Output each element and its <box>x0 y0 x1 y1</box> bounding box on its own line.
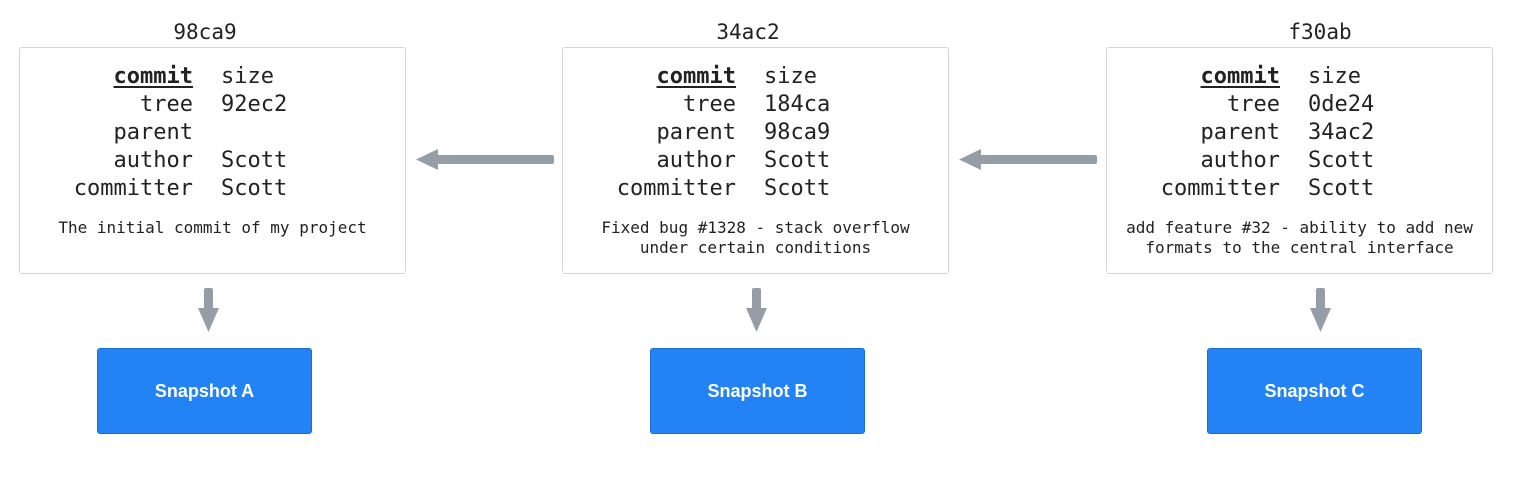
snapshot-box-b: Snapshot B <box>650 348 865 434</box>
commit-card-c: commit size tree 0de24 parent 34ac2 auth… <box>1106 47 1493 274</box>
field-value: 184ca <box>764 92 831 117</box>
field-row-parent: parent 98ca9 <box>563 120 948 148</box>
field-row-tree: tree 92ec2 <box>20 92 405 120</box>
field-key: parent <box>1200 120 1280 145</box>
commit-hash-b: 34ac2 <box>716 20 780 44</box>
field-row-committer: committer Scott <box>1107 176 1492 204</box>
field-value: Scott <box>221 176 288 201</box>
field-row-committer: committer Scott <box>563 176 948 204</box>
field-row-tree: tree 0de24 <box>1107 92 1492 120</box>
field-key: committer <box>1160 176 1280 201</box>
commit-message: Fixed bug #1328 - stack overflow under c… <box>601 218 910 257</box>
field-key: tree <box>140 92 193 117</box>
field-key: committer <box>616 176 736 201</box>
field-key: parent <box>113 120 193 145</box>
field-value: size <box>764 64 817 89</box>
field-row-commit: commit size <box>563 64 948 92</box>
field-value: Scott <box>221 148 288 173</box>
field-value: Scott <box>764 176 831 201</box>
commit-hash-a: 98ca9 <box>173 20 237 44</box>
commit-message: The initial commit of my project <box>58 218 367 237</box>
field-value: size <box>1308 64 1361 89</box>
field-value: 0de24 <box>1308 92 1375 117</box>
field-key: author <box>1200 148 1280 173</box>
parent-arrow-b-to-a <box>416 149 554 170</box>
field-value: 92ec2 <box>221 92 288 117</box>
field-row-committer: committer Scott <box>20 176 405 204</box>
field-value: size <box>221 64 274 89</box>
commit-hash-c: f30ab <box>1288 20 1352 44</box>
field-row-commit: commit size <box>1107 64 1492 92</box>
field-key: author <box>656 148 736 173</box>
field-row-commit: commit size <box>20 64 405 92</box>
field-key: commit <box>656 64 736 89</box>
field-row-parent: parent <box>20 120 405 148</box>
field-value: Scott <box>1308 148 1375 173</box>
field-value: Scott <box>764 148 831 173</box>
parent-arrow-c-to-b <box>959 149 1097 170</box>
field-value: Scott <box>1308 176 1375 201</box>
field-row-tree: tree 184ca <box>563 92 948 120</box>
tree-arrow-c <box>1310 288 1331 332</box>
field-key: tree <box>683 92 736 117</box>
commit-card-b: commit size tree 184ca parent 98ca9 auth… <box>562 47 949 274</box>
snapshot-box-c: Snapshot C <box>1207 348 1422 434</box>
tree-arrow-b <box>746 288 767 332</box>
tree-arrow-a <box>198 288 219 332</box>
field-key: author <box>113 148 193 173</box>
field-row-parent: parent 34ac2 <box>1107 120 1492 148</box>
field-row-author: author Scott <box>20 148 405 176</box>
field-key: committer <box>73 176 193 201</box>
field-value: 34ac2 <box>1308 120 1375 145</box>
field-row-author: author Scott <box>1107 148 1492 176</box>
commit-card-a: commit size tree 92ec2 parent author Sco… <box>19 47 406 274</box>
field-key: commit <box>113 64 193 89</box>
field-key: parent <box>656 120 736 145</box>
field-row-author: author Scott <box>563 148 948 176</box>
field-key: tree <box>1227 92 1280 117</box>
field-key: commit <box>1200 64 1280 89</box>
snapshot-box-a: Snapshot A <box>97 348 312 434</box>
field-value: 98ca9 <box>764 120 831 145</box>
commit-message: add feature #32 - ability to add new for… <box>1126 218 1473 257</box>
